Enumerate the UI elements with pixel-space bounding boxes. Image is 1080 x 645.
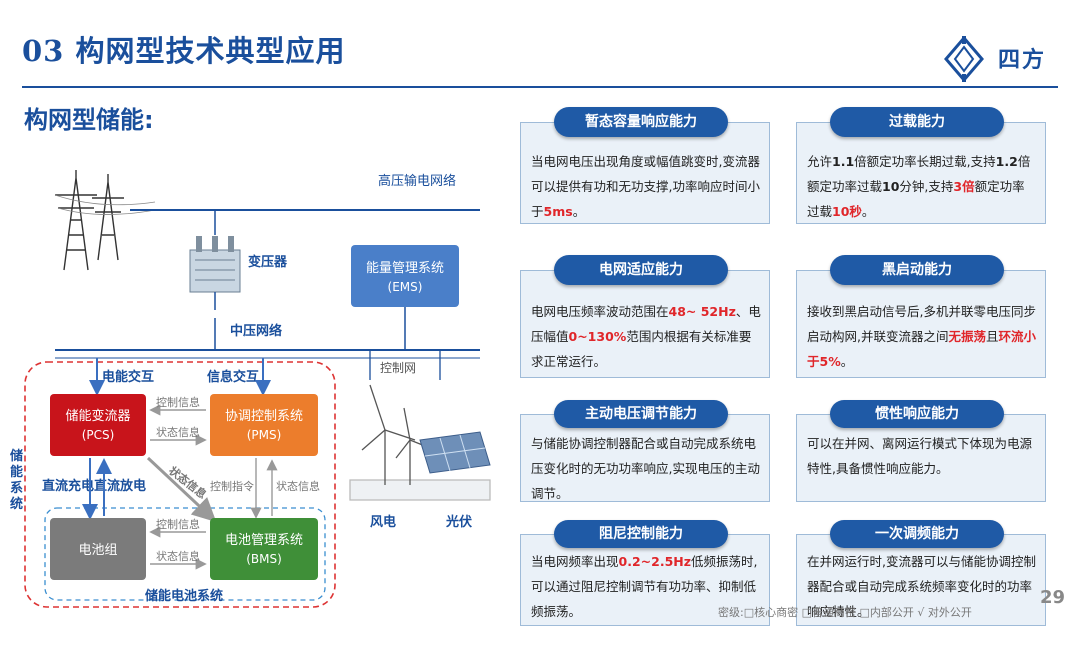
- overload-title: 过载能力: [830, 107, 1004, 137]
- ess-vertical-label-1: 储: [9, 448, 23, 464]
- bms-label: 电池管理系统: [225, 533, 303, 548]
- transformer-icon: [189, 236, 241, 293]
- dc-charge-label: 直流充电直流放电: [42, 478, 146, 494]
- inertia-title: 惯性响应能力: [830, 400, 1004, 428]
- primary-freq-card: 在并网运行时,变流器可以与储能协调控制器配合或自动完成系统频率变化时的功率响应特…: [796, 534, 1046, 626]
- battery-system-label: 储能电池系统: [144, 588, 223, 604]
- ess-vertical-label-3: 系: [10, 480, 23, 496]
- transformer-label: 变压器: [248, 254, 288, 270]
- control-net-label: 控制网: [380, 361, 416, 375]
- battery-system-boundary: [44, 507, 326, 601]
- active-voltage-card: 与储能协调控制器配合或自动完成系统电压变化时的无功功率响应,实现电压的主动调节。: [520, 414, 770, 502]
- sifang-logo-icon: [944, 36, 984, 82]
- overload-card: 允许1.1倍额定功率长期过载,支持1.2倍额定功率过载10分钟,支持3倍额定功率…: [796, 122, 1046, 224]
- damping-text: 当电网频率出现0.2~2.5Hz低频振荡时,可以通过阻尼控制调节有功功率、抑制低…: [531, 554, 758, 619]
- damping-card: 当电网频率出现0.2~2.5Hz低频振荡时,可以通过阻尼控制调节有功功率、抑制低…: [520, 534, 770, 626]
- classification-footer: 密级:□核心商密 □普通商密 □内部公开 √ 对外公开: [718, 606, 972, 619]
- ess-boundary: [24, 361, 336, 608]
- primary-freq-title: 一次调频能力: [830, 520, 1004, 548]
- page-number: 29: [1040, 587, 1066, 608]
- mv-grid-label: 中压网络: [230, 323, 282, 339]
- black-start-text: 接收到黑启动信号后,多机并联零电压同步启动构网,并联变流器之间无振荡且环流小于5…: [807, 304, 1037, 369]
- battery-status-info-label: 状态信息: [156, 549, 200, 563]
- black-start-title: 黑启动能力: [830, 255, 1004, 285]
- active-voltage-title: 主动电压调节能力: [554, 400, 728, 428]
- ems-abbr: (EMS): [388, 280, 423, 294]
- transient-capacity-text: 当电网电压出现角度或幅值跳变时,变流器可以提供有功和无功支撑,功率响应时间小于5…: [531, 154, 760, 219]
- grid-adapt-title: 电网适应能力: [554, 255, 728, 285]
- battery-control-info-label: 控制信息: [156, 517, 200, 531]
- pms-label: 协调控制系统: [225, 409, 303, 424]
- grid-adapt-card: 电网电压频率波动范围在48~ 52Hz、电压幅值0~130%范围内根据有关标准要…: [520, 270, 770, 378]
- pcs-abbr: (PCS): [82, 428, 115, 442]
- transient-capacity-card: 当电网电压出现角度或幅值跳变时,变流器可以提供有功和无功支撑,功率响应时间小于5…: [520, 122, 770, 224]
- ems-box: [351, 245, 459, 307]
- hv-grid-label: 高压输电网络: [378, 173, 456, 189]
- wind-label: 风电: [370, 514, 396, 530]
- transmission-tower-icon: [54, 170, 156, 271]
- overload-text: 允许1.1倍额定功率长期过载,支持1.2倍额定功率过载10分钟,支持3倍额定功率…: [807, 154, 1031, 219]
- pms-abbr: (PMS): [247, 428, 282, 442]
- logo-text: 四方: [998, 48, 1047, 73]
- transient-capacity-title: 暂态容量响应能力: [554, 107, 728, 137]
- solar-panel-icon: [419, 431, 491, 474]
- section-subtitle: 构网型储能:: [24, 106, 154, 134]
- page-title: 03 构网型技术典型应用: [22, 34, 346, 68]
- power-exchange-label: 电能交互: [102, 369, 154, 385]
- pcs-box: [50, 394, 146, 456]
- pms-status-info-label: 状态信息: [276, 479, 320, 493]
- ess-vertical-label-2: 能: [10, 464, 23, 480]
- bms-abbr: (BMS): [246, 552, 282, 566]
- ess-vertical-label-4: 统: [10, 496, 23, 512]
- black-start-card: 接收到黑启动信号后,多机并联零电压同步启动构网,并联变流器之间无振荡且环流小于5…: [796, 270, 1046, 378]
- pcs-control-info-label: 控制信息: [156, 395, 200, 409]
- info-exchange-label: 信息交互: [207, 369, 259, 385]
- pcs-status-info-label: 状态信息: [156, 425, 200, 439]
- ems-label: 能量管理系统: [366, 261, 444, 276]
- bms-box: [210, 518, 318, 580]
- ess-system-diagram: 高压输电网络 变压器 中压网络 能量管理系统 (EMS) 控制网 电能交互 信息…: [9, 170, 491, 608]
- inertia-text: 可以在并网、离网运行模式下体现为电源特性,具备惯性响应能力。: [807, 436, 1033, 476]
- damping-title: 阻尼控制能力: [554, 520, 728, 548]
- battery-box: [50, 518, 146, 580]
- control-command-label: 控制指令: [210, 479, 254, 493]
- primary-freq-text: 在并网运行时,变流器可以与储能协调控制器配合或自动完成系统频率变化时的功率响应特…: [807, 554, 1036, 619]
- grid-adapt-text: 电网电压频率波动范围在48~ 52Hz、电压幅值0~130%范围内根据有关标准要…: [531, 304, 761, 369]
- pms-box: [210, 394, 318, 456]
- battery-label: 电池组: [78, 543, 117, 558]
- pcs-label: 储能变流器: [65, 408, 130, 424]
- active-voltage-text: 与储能协调控制器配合或自动完成系统电压变化时的无功功率响应,实现电压的主动调节。: [531, 436, 760, 501]
- inertia-card: 可以在并网、离网运行模式下体现为电源特性,具备惯性响应能力。: [796, 414, 1046, 502]
- title-divider: [22, 86, 1058, 88]
- pv-label: 光伏: [445, 514, 472, 530]
- wind-turbine-icon: [349, 384, 491, 501]
